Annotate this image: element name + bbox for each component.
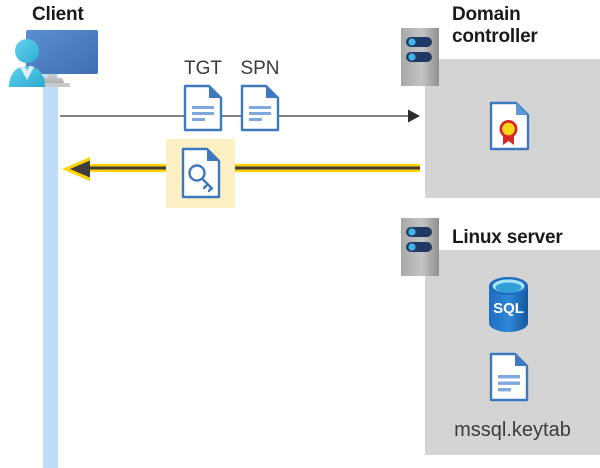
client-lifeline bbox=[43, 72, 58, 468]
spn-document-icon bbox=[240, 84, 280, 132]
linux-server-icon bbox=[401, 218, 439, 276]
svg-text:SQL: SQL bbox=[493, 300, 524, 317]
tgt-label: TGT bbox=[184, 58, 222, 79]
page-title-linux-server: Linux server bbox=[452, 227, 563, 248]
request-arrow-client-to-domain-controller bbox=[60, 108, 420, 124]
tgt-document-icon bbox=[183, 84, 223, 132]
response-arrow-domain-controller-to-client bbox=[60, 155, 420, 183]
key-document-icon bbox=[181, 147, 221, 199]
domain-controller-title-line1: Domain bbox=[452, 4, 521, 25]
page-title-client: Client bbox=[32, 4, 84, 25]
page-title-domain-controller: Domain controller bbox=[452, 4, 592, 48]
domain-controller-server-icon bbox=[401, 28, 439, 86]
domain-controller-title-line2: controller bbox=[452, 26, 538, 47]
keytab-file-label: mssql.keytab bbox=[454, 419, 571, 441]
spn-label: SPN bbox=[240, 58, 280, 79]
client-icon bbox=[4, 26, 102, 88]
keytab-document-icon bbox=[489, 352, 529, 402]
sql-database-icon: SQL bbox=[486, 277, 531, 332]
certificate-document-icon bbox=[489, 101, 530, 151]
